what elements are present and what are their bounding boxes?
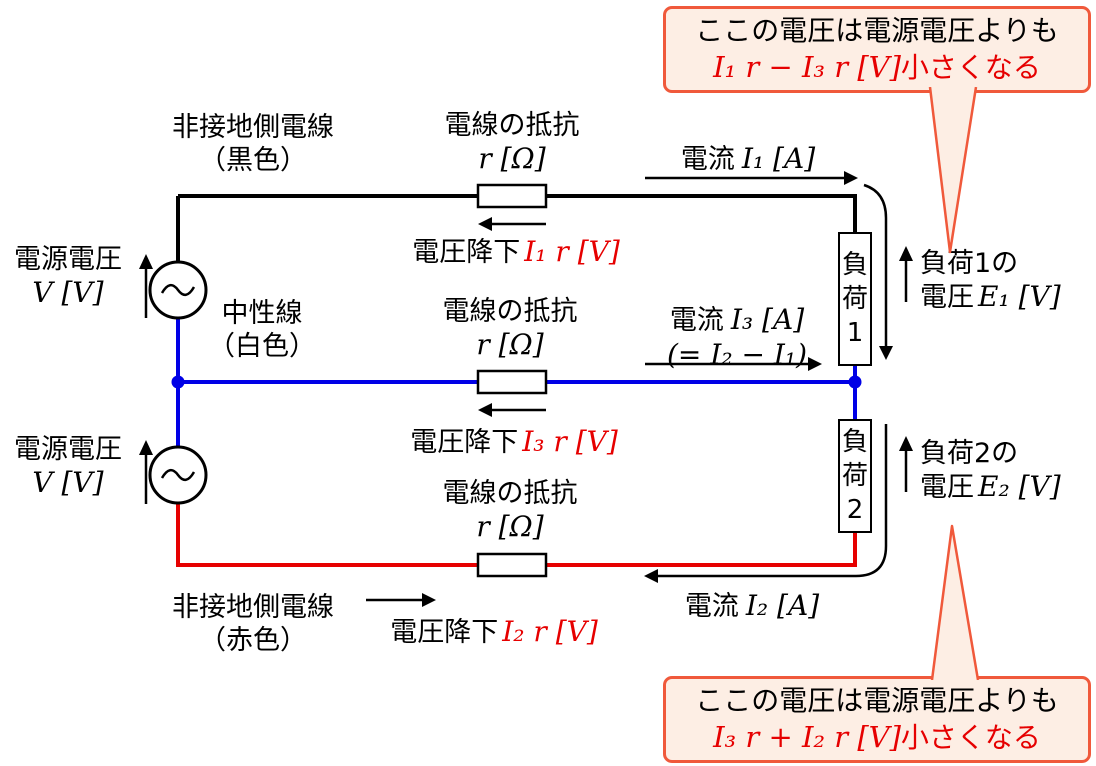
drop-arrow-top — [478, 217, 546, 231]
load1-voltage-arrow — [899, 246, 913, 302]
current-i1-formula: I₁ [A] — [741, 142, 816, 175]
drop-arrow-middle — [478, 403, 546, 417]
drop-i2-label-text: 電圧降下 — [390, 617, 499, 648]
source1-label: 電源電圧 V [V] — [14, 243, 122, 311]
callout-bottom-tail — [930, 524, 980, 680]
neutral-wire-label-line2: （白色） — [208, 331, 316, 363]
neutral-wire-label: 中性線 （白色） — [208, 297, 316, 364]
red-wire-label: 非接地側電線 （赤色） — [172, 591, 334, 658]
top-black-wire — [178, 194, 857, 232]
source1-voltage-arrow — [139, 254, 153, 318]
resistor-top-label-formula: r [Ω] — [478, 142, 546, 176]
load1-voltage-name: 負荷1の — [920, 248, 1019, 279]
callout-top-formula: I₁ r − I₃ r [V] — [713, 49, 901, 84]
load2-box-label: 負荷2 — [841, 426, 868, 526]
current-i1-label-text: 電流 — [680, 144, 735, 175]
load1-voltage-formula: E₁ [V] — [978, 280, 1061, 314]
source2-label-line1: 電源電圧 — [14, 434, 122, 465]
load2-voltage-text: 電圧 — [920, 472, 974, 504]
current-i3-formula: I₃ [A] — [730, 303, 805, 336]
current-arrow-i1 — [645, 171, 893, 360]
drop-i3-formula: I₃ r [V] — [522, 425, 618, 458]
source1-label-line1: 電源電圧 — [14, 244, 122, 275]
resistor-bottom — [476, 552, 548, 578]
load2-voltage-formula: E₂ [V] — [978, 470, 1061, 504]
resistor-middle — [476, 369, 548, 395]
ac-sine-icon-1 — [160, 284, 196, 296]
current-arrow-i2 — [644, 424, 888, 583]
resistor-middle-label-line1: 電線の抵抗 — [442, 296, 578, 327]
drop-i3-label-text: 電圧降下 — [410, 427, 519, 458]
ac-sine-icon-2 — [160, 469, 196, 481]
drop-i2-formula: I₂ r [V] — [502, 615, 598, 648]
neutral-junction-right — [848, 375, 862, 389]
black-wire-label: 非接地側電線 （黒色） — [172, 111, 334, 178]
neutral-junction-left — [171, 375, 185, 389]
resistor-top — [476, 183, 548, 209]
resistor-top-label-line1: 電線の抵抗 — [444, 110, 580, 141]
callout-top-line1: ここの電圧は電源電圧よりも — [695, 14, 1059, 47]
callout-top: ここの電圧は電源電圧よりも I₁ r − I₃ r [V]小さくなる — [663, 6, 1091, 93]
current-arrow-i3 — [645, 357, 822, 371]
resistor-middle-label: 電線の抵抗 r [Ω] — [443, 295, 578, 363]
load2-voltage-name: 負荷2の — [920, 438, 1019, 469]
source2-voltage-arrow — [139, 440, 153, 504]
drop-arrow-bottom — [366, 593, 436, 607]
resistor-bottom-label: 電線の抵抗 r [Ω] — [443, 477, 578, 545]
red-wire-label-line2: （赤色） — [199, 625, 307, 657]
load1-box: 負荷1 — [838, 232, 872, 366]
callout-top-tail — [928, 87, 978, 254]
load2-voltage-arrow — [899, 436, 913, 492]
callout-bottom-formula: I₃ r + I₂ r [V] — [713, 719, 901, 754]
source2-label-formula: V [V] — [32, 466, 104, 500]
callout-bottom: ここの電圧は電源電圧よりも I₃ r + I₂ r [V]小さくなる — [663, 676, 1091, 763]
callout-bottom-line1: ここの電圧は電源電圧よりも — [695, 684, 1059, 717]
black-wire-label-line2: （黒色） — [199, 145, 307, 177]
red-wire-label-line1: 非接地側電線 — [172, 592, 334, 623]
callout-top-suffix: 小さくなる — [900, 50, 1041, 84]
resistor-top-label: 電線の抵抗 r [Ω] — [445, 109, 580, 177]
load1-voltage-text: 電圧 — [920, 282, 974, 314]
resistor-middle-label-formula: r [Ω] — [476, 328, 544, 362]
load1-box-label: 負荷1 — [841, 249, 868, 349]
resistor-bottom-label-line1: 電線の抵抗 — [442, 478, 578, 509]
load2-box: 負荷2 — [838, 419, 872, 533]
resistor-bottom-label-formula: r [Ω] — [476, 510, 544, 544]
current-i3-label-text: 電流 — [669, 305, 724, 336]
current-i3-note: (= I₂ − I₁) — [666, 337, 808, 371]
source2-label: 電源電圧 V [V] — [14, 433, 122, 501]
neutral-wire-label-line1: 中性線 — [221, 298, 303, 329]
current-i2-label-text: 電流 — [684, 591, 739, 622]
source1-label-formula: V [V] — [32, 276, 104, 310]
black-wire-label-line1: 非接地側電線 — [172, 112, 334, 143]
callout-bottom-suffix: 小さくなる — [900, 720, 1041, 754]
current-i2-formula: I₂ [A] — [745, 589, 820, 622]
drop-i1-label-text: 電圧降下 — [412, 237, 521, 268]
drop-i1-formula: I₁ r [V] — [524, 235, 620, 268]
